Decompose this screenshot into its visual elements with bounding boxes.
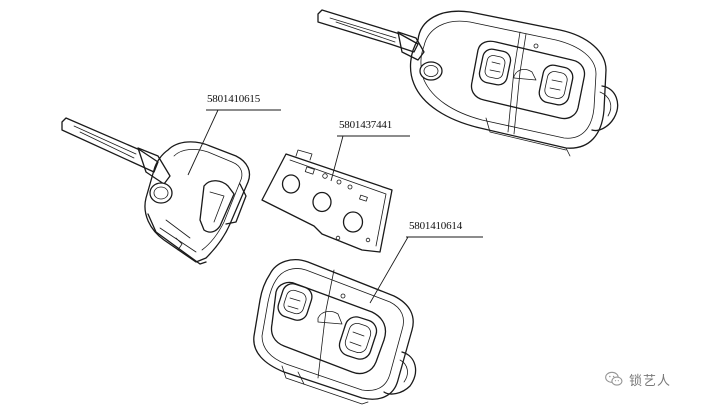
- circuit-board-part: [261, 149, 393, 253]
- part-number-label-circuit-board: 5801437441: [339, 119, 393, 131]
- assembled-flip-key: [317, 9, 619, 157]
- wechat-icon: [605, 371, 623, 386]
- leader-lines: [187, 109, 483, 304]
- watermark: 锁艺人: [604, 367, 671, 391]
- watermark-text: 锁艺人: [629, 373, 672, 389]
- key-head-part: [61, 117, 251, 265]
- part-number-label-remote-housing: 5801410614: [409, 220, 463, 232]
- remote-housing-part: [253, 259, 417, 405]
- part-number-label-key-head: 5801410615: [207, 93, 261, 105]
